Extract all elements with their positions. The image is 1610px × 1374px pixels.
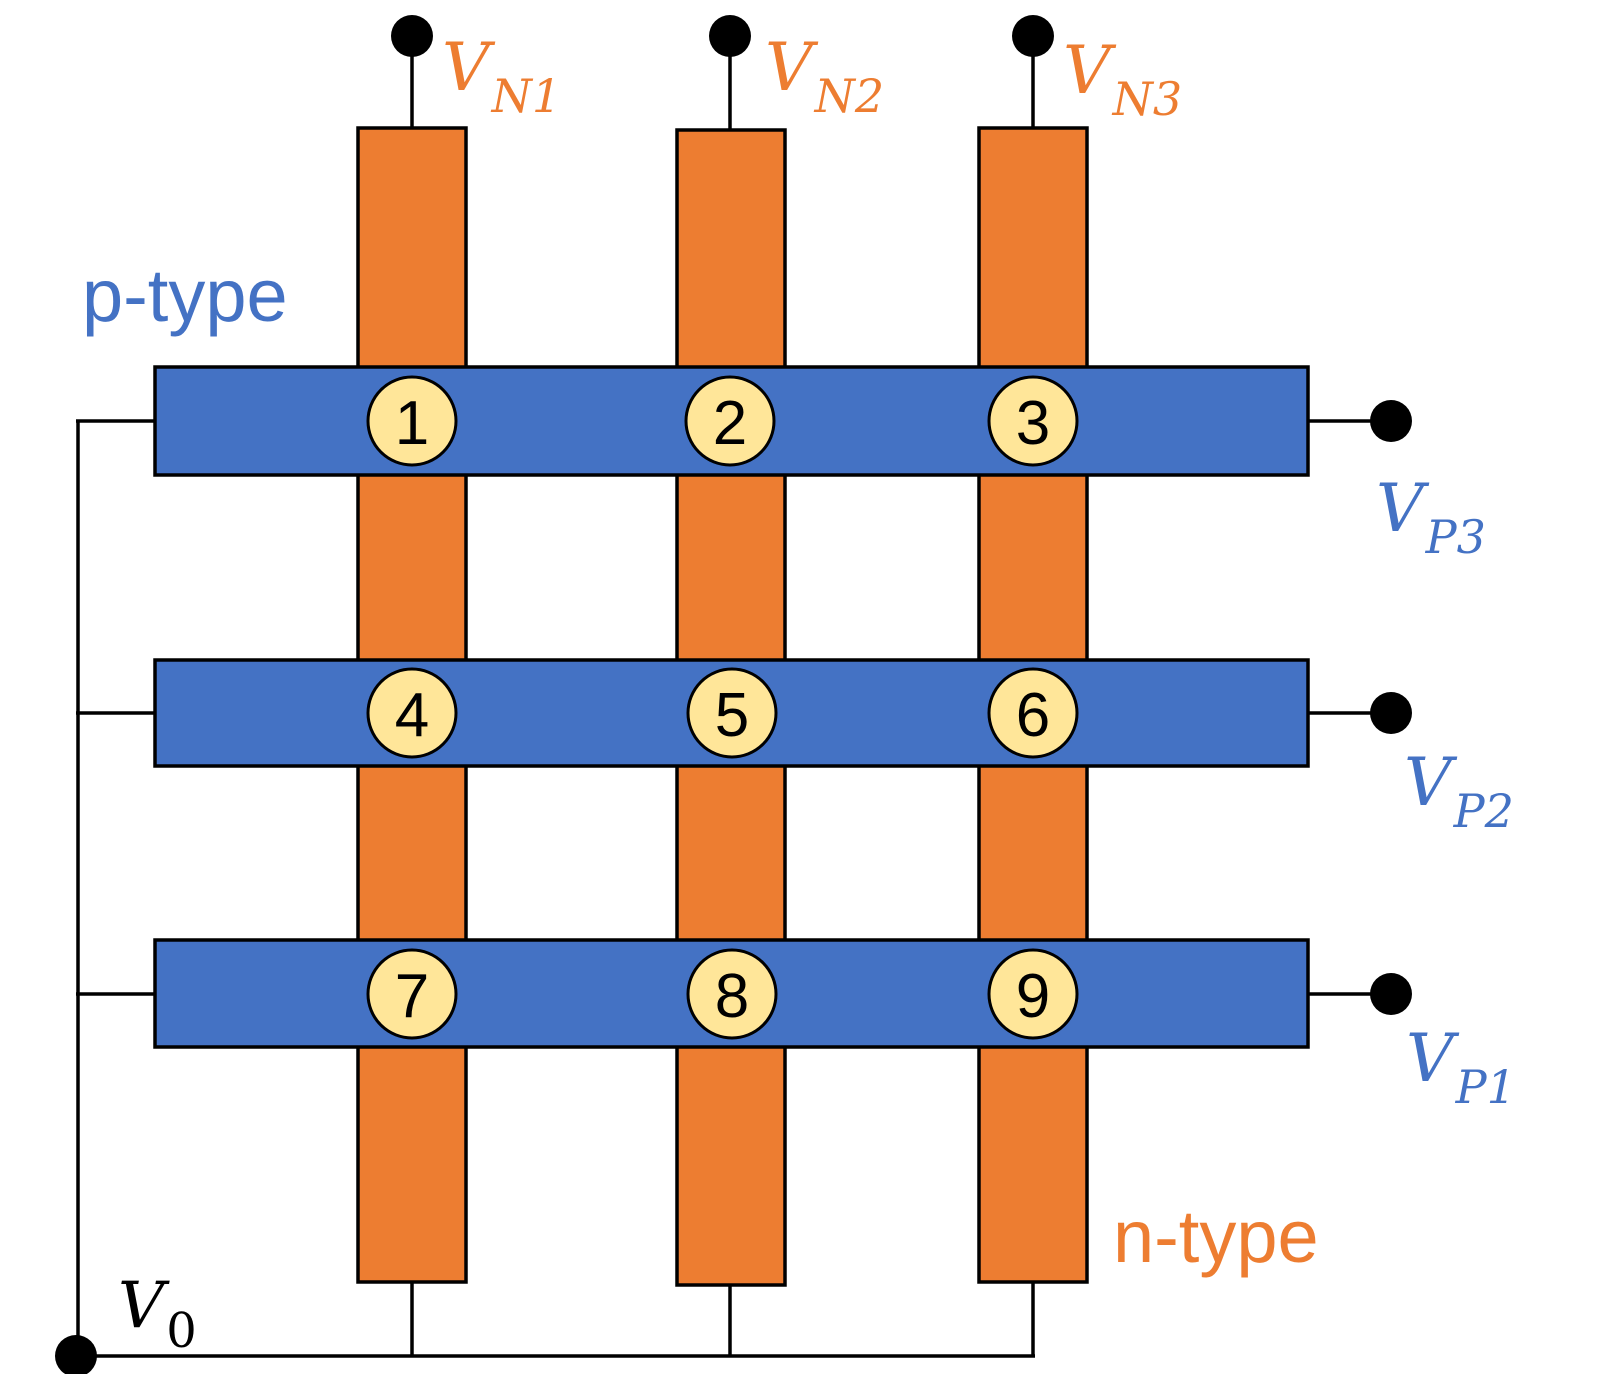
p-type-label: p-type — [82, 254, 288, 337]
p2-terminal-dot — [1370, 692, 1412, 734]
cell-number: 1 — [395, 389, 429, 458]
cell-number: 3 — [1016, 389, 1050, 458]
cell-number: 8 — [715, 962, 749, 1031]
vn2-label: VN2 — [765, 29, 884, 123]
v0-sub: 0 — [166, 1303, 197, 1359]
cell-9: 9 — [989, 950, 1077, 1038]
vn1-sub: N1 — [491, 69, 562, 123]
cell-number: 5 — [715, 681, 749, 750]
cell-3: 3 — [989, 377, 1077, 465]
vp3-label: VP3 — [1376, 470, 1486, 564]
vn2-sub: N2 — [814, 69, 885, 123]
vn3-sub: N3 — [1112, 72, 1183, 126]
vp2-sub: P2 — [1453, 784, 1514, 838]
cell-number: 4 — [395, 681, 429, 750]
cell-number: 6 — [1016, 681, 1050, 750]
cell-number: 2 — [713, 389, 747, 458]
vp3-base: V — [1376, 470, 1430, 547]
cell-1: 1 — [368, 377, 456, 465]
cell-4: 4 — [368, 669, 456, 757]
vp1-base: V — [1406, 1020, 1460, 1097]
vn1-base: V — [442, 29, 496, 106]
vp3-sub: P3 — [1425, 510, 1486, 564]
n1-terminal-dot — [391, 15, 433, 57]
n2-terminal-dot — [709, 15, 751, 57]
v0-terminal-dot — [55, 1335, 97, 1374]
vp2-base: V — [1404, 744, 1458, 821]
v0-label: V0 — [118, 1269, 197, 1359]
vn3-label: VN3 — [1063, 32, 1182, 126]
cell-number: 7 — [395, 962, 429, 1031]
vp1-label: VP1 — [1406, 1020, 1516, 1114]
n-type-label: n-type — [1113, 1195, 1319, 1278]
cell-8: 8 — [688, 950, 776, 1038]
cell-2: 2 — [686, 377, 774, 465]
cell-5: 5 — [688, 669, 776, 757]
cell-6: 6 — [989, 669, 1077, 757]
n3-terminal-dot — [1012, 15, 1054, 57]
p1-terminal-dot — [1370, 973, 1412, 1015]
cell-7: 7 — [368, 950, 456, 1038]
vp1-sub: P1 — [1455, 1060, 1516, 1114]
vn3-base: V — [1063, 32, 1117, 109]
vn2-base: V — [765, 29, 819, 106]
p3-terminal-dot — [1370, 400, 1412, 442]
cell-number: 9 — [1016, 962, 1050, 1031]
vp2-label: VP2 — [1404, 744, 1514, 838]
v0-base: V — [118, 1269, 170, 1343]
vn1-label: VN1 — [442, 29, 561, 123]
